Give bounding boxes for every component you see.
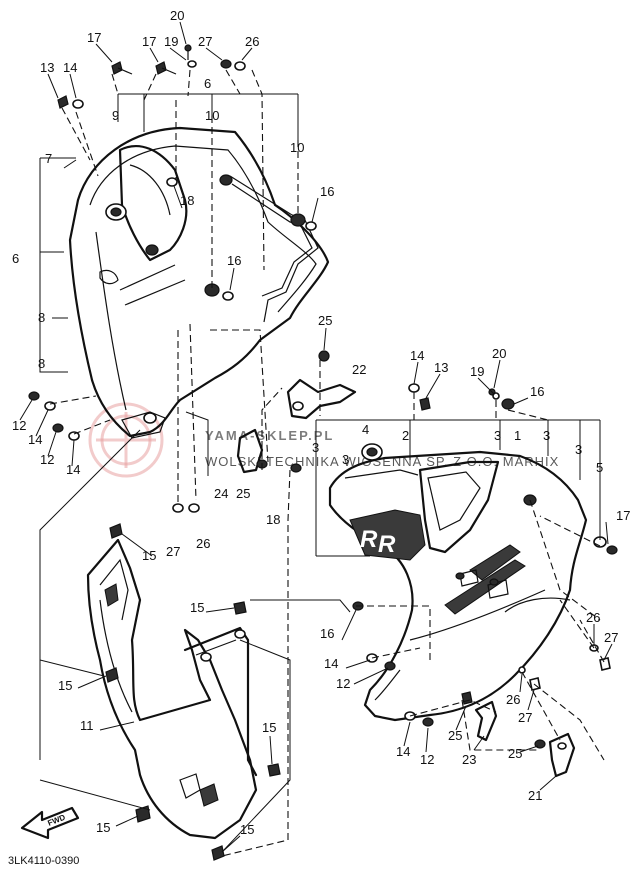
callout-14: 14 — [66, 462, 80, 477]
callout-3: 3 — [494, 428, 501, 443]
watermark-title: YAMA-SKLEP.PL — [205, 428, 334, 443]
callout-26: 26 — [586, 610, 600, 625]
callout-16: 16 — [530, 384, 544, 399]
callout-26: 26 — [196, 536, 210, 551]
callout-27: 27 — [198, 34, 212, 49]
callout-27: 27 — [604, 630, 618, 645]
callout-3: 3 — [575, 442, 582, 457]
callout-18: 18 — [266, 512, 280, 527]
callout-24: 24 — [214, 486, 228, 501]
callout-26: 26 — [245, 34, 259, 49]
upper-cowling — [68, 126, 330, 439]
callout-20: 20 — [170, 8, 184, 23]
callout-14: 14 — [28, 432, 42, 447]
callout-25: 25 — [236, 486, 250, 501]
callout-15: 15 — [262, 720, 276, 735]
callout-14: 14 — [396, 744, 410, 759]
callout-6: 6 — [204, 76, 211, 91]
callout-19: 19 — [470, 364, 484, 379]
callout-7: 7 — [45, 151, 52, 166]
callout-15: 15 — [96, 820, 110, 835]
lower-cowling-left — [86, 538, 258, 840]
callouts: 20 17 17 19 27 26 13 14 6 9 10 10 7 18 1… — [12, 8, 630, 837]
decal-r-letter: R — [360, 526, 378, 553]
callout-13: 13 — [40, 60, 54, 75]
reference-lines — [39, 69, 605, 857]
callout-6: 6 — [12, 251, 19, 266]
callout-22: 22 — [352, 362, 366, 377]
cowling-stay — [229, 175, 319, 323]
callout-17: 17 — [142, 34, 156, 49]
decal-r-letter-2: R — [378, 531, 396, 558]
callout-16: 16 — [227, 253, 241, 268]
callout-leaders — [19, 21, 613, 853]
callout-10: 10 — [205, 108, 219, 123]
callout-17: 17 — [87, 30, 101, 45]
callout-15: 15 — [190, 600, 204, 615]
callout-10: 10 — [290, 140, 304, 155]
callout-13: 13 — [434, 360, 448, 375]
callout-17: 17 — [616, 508, 630, 523]
bracket-21 — [548, 732, 576, 778]
callout-3: 3 — [312, 440, 319, 455]
callout-4: 4 — [362, 422, 369, 437]
clip-24 — [236, 428, 264, 474]
callout-21: 21 — [528, 788, 542, 803]
callout-27: 27 — [166, 544, 180, 559]
callout-14: 14 — [410, 348, 424, 363]
callout-8: 8 — [38, 356, 45, 371]
callout-27: 27 — [518, 710, 532, 725]
callout-2: 2 — [402, 428, 409, 443]
callout-1: 1 — [514, 428, 521, 443]
callout-8: 8 — [38, 310, 45, 325]
callout-25: 25 — [318, 313, 332, 328]
callout-3: 3 — [543, 428, 550, 443]
callout-11: 11 — [80, 718, 94, 733]
callout-14: 14 — [324, 656, 338, 671]
callout-26: 26 — [506, 692, 520, 707]
callout-20: 20 — [492, 346, 506, 361]
callout-15: 15 — [58, 678, 72, 693]
diagram-code: 3LK4110-0390 — [8, 855, 79, 867]
callout-12: 12 — [420, 752, 434, 767]
callout-9: 9 — [112, 108, 119, 123]
callout-12: 12 — [40, 452, 54, 467]
callout-18: 18 — [180, 193, 194, 208]
callout-25: 25 — [448, 728, 462, 743]
callout-14: 14 — [63, 60, 77, 75]
callout-5: 5 — [596, 460, 603, 475]
callout-3: 3 — [342, 452, 349, 467]
bracket-23 — [474, 700, 498, 742]
watermark: YAMA-SKLEP.PL WOLSKI TECHNIKA WIOSENNA S… — [88, 402, 558, 478]
callout-16: 16 — [320, 626, 334, 641]
callout-15: 15 — [240, 822, 254, 837]
callout-12: 12 — [12, 418, 26, 433]
callout-19: 19 — [164, 34, 178, 49]
callout-12: 12 — [336, 676, 350, 691]
forward-arrow-icon: FWD — [20, 806, 80, 840]
lower-cowling-right: R R — [328, 450, 588, 722]
bracket-22 — [286, 378, 357, 420]
callout-23: 23 — [462, 752, 476, 767]
callout-25: 25 — [508, 746, 522, 761]
callout-16: 16 — [320, 184, 334, 199]
